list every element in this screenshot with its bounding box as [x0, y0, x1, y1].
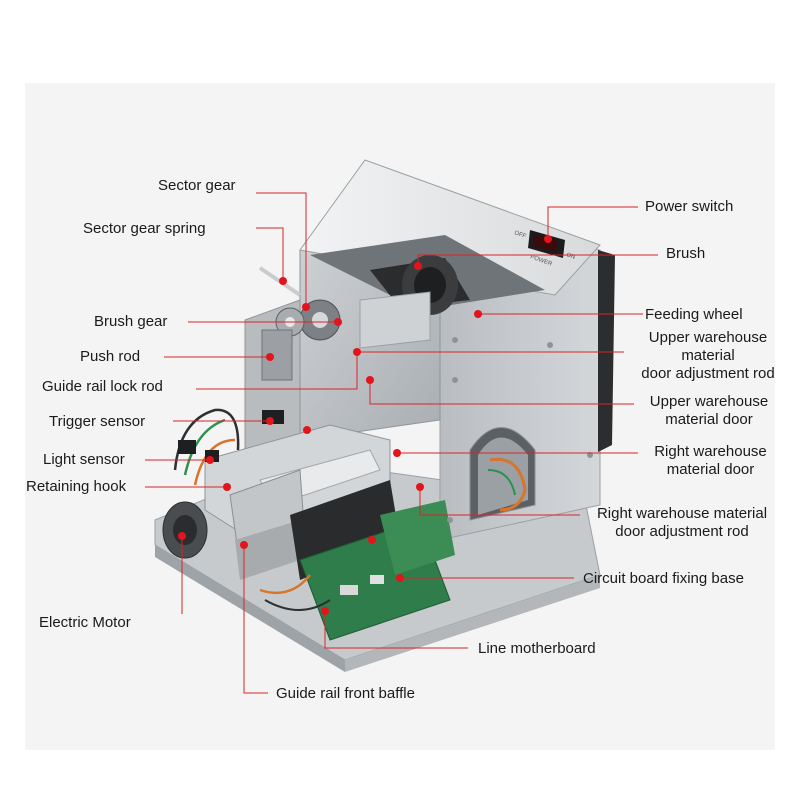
marker-upper-door	[366, 376, 374, 384]
label-right-door-adjust: Right warehouse material door adjustment…	[582, 505, 782, 541]
switch-off-text: OFF	[513, 230, 527, 240]
label-upper-door-adjust-line3: door adjustment rod	[641, 365, 775, 382]
label-right-door-adjust-line2: door adjustment rod	[615, 523, 749, 540]
marker-brush	[414, 262, 422, 270]
marker-pcb	[368, 536, 376, 544]
marker-right-door	[393, 449, 401, 457]
marker-circuit-board-base	[396, 574, 404, 582]
leader-guide-rail-front-baffle	[243, 545, 268, 694]
marker-sector-gear-spring	[279, 277, 287, 285]
label-upper-door-adjust-line2: material	[681, 347, 735, 364]
marker-guide-rail-lock-rod	[353, 348, 361, 356]
leader-sector-gear-spring	[256, 227, 284, 281]
marker-line-motherboard	[321, 607, 329, 615]
label-electric-motor: Electric Motor	[39, 614, 131, 631]
label-push-rod: Push rod	[80, 348, 141, 365]
label-right-door-adjust-line1: Right warehouse material	[596, 505, 768, 522]
marker-retaining-hook	[223, 483, 231, 491]
label-guide-rail-lock-rod: Guide rail lock rod	[42, 378, 163, 395]
label-upper-door-adjust: Upper warehouse material door adjustment…	[628, 329, 788, 383]
marker-trigger-sensor-2	[303, 426, 311, 434]
marker-feeding-wheel	[474, 310, 482, 318]
label-circuit-board-base: Circuit board fixing base	[583, 570, 744, 587]
marker-right-door-adjust	[416, 483, 424, 491]
marker-dots	[178, 235, 552, 615]
leader-upper-door	[369, 380, 634, 405]
marker-power-switch	[544, 235, 552, 243]
marker-guide-rail-front-baffle	[240, 541, 248, 549]
switch-on-text: ON	[565, 252, 576, 261]
label-upper-door-line1: Upper warehouse	[649, 393, 769, 410]
marker-brush-gear	[334, 318, 342, 326]
label-right-door-line1: Right warehouse	[654, 443, 767, 460]
label-sector-gear: Sector gear	[158, 177, 236, 194]
label-right-door-line2: material door	[666, 461, 755, 478]
marker-light-sensor	[206, 456, 214, 464]
leader-right-door-adjust	[419, 487, 580, 516]
marker-sector-gear	[302, 303, 310, 311]
label-power-switch: Power switch	[645, 198, 734, 215]
label-upper-door-adjust-line1: Upper warehouse	[648, 329, 768, 346]
label-sector-gear-spring: Sector gear spring	[83, 220, 206, 237]
label-right-door: Right warehouse material door	[638, 443, 783, 479]
label-trigger-sensor: Trigger sensor	[49, 413, 146, 430]
leader-line-motherboard	[324, 611, 468, 649]
leader-power-switch	[547, 206, 638, 239]
marker-push-rod	[266, 353, 274, 361]
leader-guide-rail-lock-rod	[196, 352, 358, 390]
marker-trigger-sensor	[266, 417, 274, 425]
marker-electric-motor	[178, 532, 186, 540]
machine-body: OFF POWER ON	[154, 159, 615, 672]
leader-sector-gear	[256, 192, 307, 307]
label-light-sensor: Light sensor	[43, 451, 125, 468]
label-guide-rail-front-baffle: Guide rail front baffle	[276, 685, 415, 702]
label-upper-door-line2: material door	[665, 411, 753, 428]
label-brush: Brush	[666, 245, 706, 262]
label-retaining-hook: Retaining hook	[26, 478, 127, 495]
leader-lines	[145, 192, 658, 694]
label-upper-door: Upper warehouse material door	[634, 393, 784, 429]
label-line-motherboard: Line motherboard	[478, 640, 596, 657]
label-brush-gear: Brush gear	[94, 313, 168, 330]
label-feeding-wheel: Feeding wheel	[645, 306, 743, 323]
